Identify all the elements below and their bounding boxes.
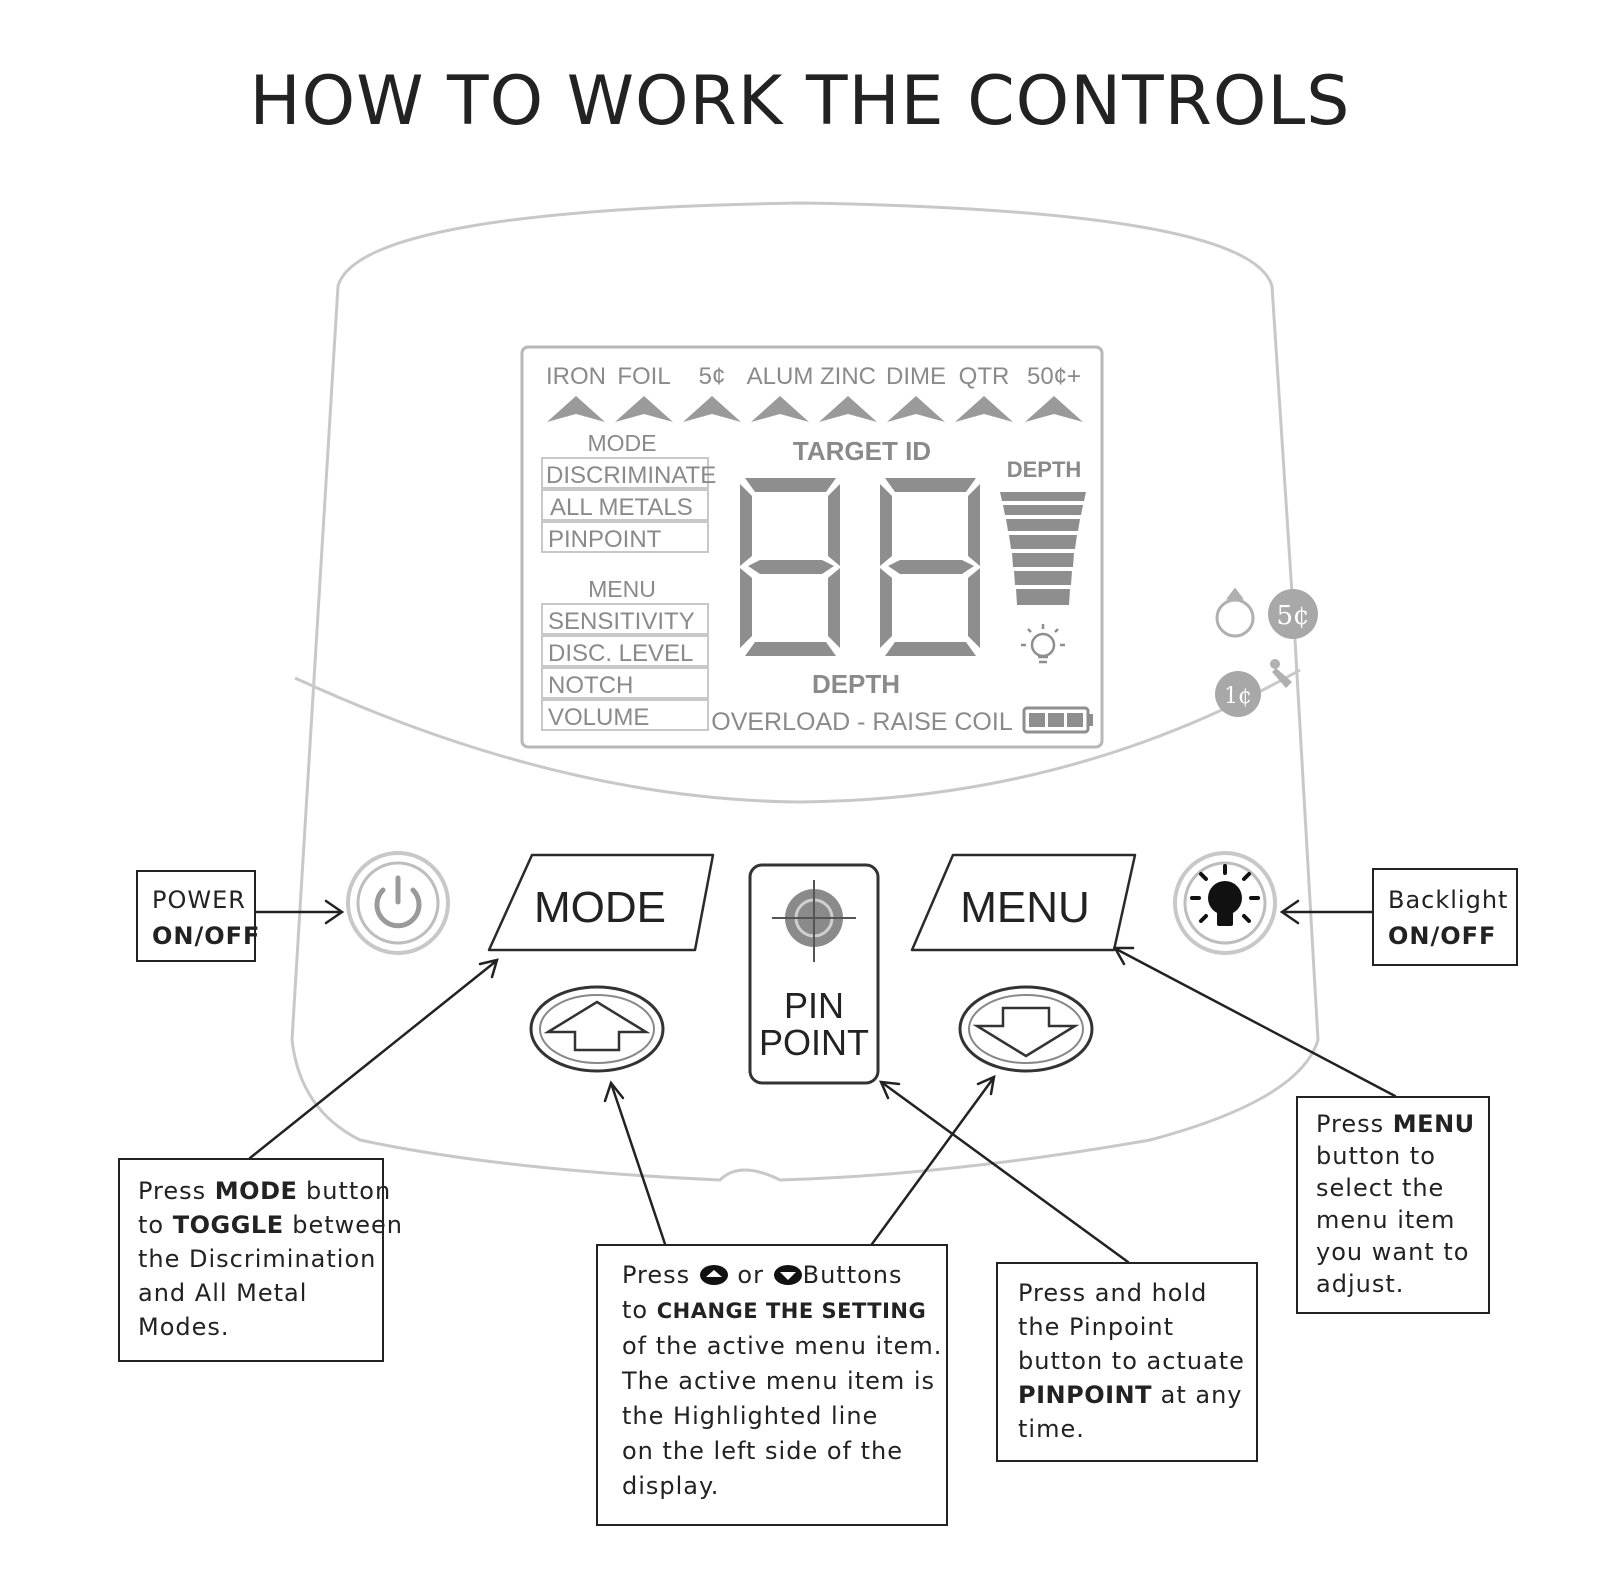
- target-arrow-icon: [615, 396, 673, 422]
- pinpoint-button[interactable]: PIN POINT: [748, 863, 880, 1085]
- down-arrow-callout: [870, 1078, 994, 1246]
- target-arrow-icons: [547, 396, 1083, 422]
- backlight-callout-line2: ON/OFF: [1388, 922, 1497, 950]
- overload-label: OVERLOAD - RAISE COIL: [711, 708, 1013, 736]
- backlight-callout-line1: Backlight: [1388, 886, 1509, 914]
- up-arrow-callout: [610, 1084, 667, 1246]
- target-arrow-icon: [683, 396, 741, 422]
- page-title: HOW TO WORK THE CONTROLS: [249, 62, 1351, 141]
- mode-arrow: [248, 960, 497, 1160]
- target-labels: IRON FOIL 5¢ ALUM ZINC DIME QTR 50¢+: [546, 363, 1081, 390]
- down-arrow-button[interactable]: [958, 985, 1094, 1073]
- menu-item-disc-level: DISC. LEVEL: [548, 640, 693, 667]
- target-label: ALUM: [747, 363, 814, 390]
- pinpoint-arrow: [882, 1082, 1130, 1264]
- lightbulb-icon: [1190, 864, 1260, 926]
- target-id-label: TARGET ID: [793, 436, 931, 466]
- target-arrow-icon: [955, 396, 1013, 422]
- down-arrow-icon: [773, 1265, 802, 1285]
- target-arrow-icon: [887, 396, 945, 422]
- backlight-callout: Backlight ON/OFF: [1372, 868, 1518, 966]
- target-label: DIME: [886, 363, 946, 390]
- mode-button[interactable]: MODE: [487, 853, 715, 952]
- up-arrow-button[interactable]: [529, 985, 665, 1073]
- menu-callout: Press MENU button to select the menu ite…: [1296, 1096, 1490, 1314]
- power-callout-line1: POWER: [152, 886, 246, 914]
- down-arrow-icon: [972, 1006, 1080, 1058]
- target-arrow-icon: [819, 396, 877, 422]
- arrow-buttons-callout: Press or Buttons to CHANGE THE SETTING o…: [596, 1244, 948, 1526]
- target-label: IRON: [546, 363, 606, 390]
- pull-tab-icon: [1270, 659, 1292, 688]
- mode-callout: Press MODE button to TOGGLE between the …: [118, 1158, 402, 1362]
- battery-icon: [1022, 706, 1093, 734]
- depth-bars: [1000, 492, 1086, 605]
- menu-item-volume: VOLUME: [548, 704, 649, 731]
- callout-arrows: [248, 899, 1397, 1264]
- power-callout: POWER ON/OFF: [136, 870, 261, 962]
- target-label: QTR: [959, 363, 1010, 390]
- housing-divider-curve: [294, 668, 1301, 804]
- svg-text:5¢: 5¢: [1276, 601, 1309, 631]
- menu-item-notch: NOTCH: [548, 672, 633, 699]
- menu-item-sensitivity: SENSITIVITY: [548, 608, 695, 635]
- target-arrow-icon: [1025, 396, 1083, 422]
- svg-text:PIN: PIN: [784, 985, 844, 1026]
- mode-item-pinpoint: PINPOINT: [548, 526, 662, 553]
- penny-coin-icon: 1¢: [1215, 671, 1261, 717]
- target-label: 5¢: [699, 363, 726, 390]
- device-housing: [290, 201, 1320, 1182]
- menu-button[interactable]: MENU: [910, 853, 1137, 952]
- backlight-button[interactable]: [1173, 851, 1277, 955]
- target-label: FOIL: [617, 363, 670, 390]
- power-callout-line2: ON/OFF: [152, 922, 261, 950]
- menu-arrow: [1116, 948, 1397, 1098]
- mode-item-discriminate: DISCRIMINATE: [546, 462, 716, 489]
- power-button[interactable]: [346, 851, 450, 955]
- up-arrow-icon: [699, 1265, 728, 1285]
- svg-text:POINT: POINT: [759, 1022, 869, 1063]
- crosshair-icon: [772, 880, 856, 962]
- power-icon: [374, 875, 422, 929]
- target-label: ZINC: [820, 363, 876, 390]
- depth-label-right: DEPTH: [1007, 457, 1082, 482]
- menu-list-frames: [541, 603, 709, 731]
- target-label: 50¢+: [1027, 363, 1081, 390]
- depth-label-bottom: DEPTH: [812, 669, 900, 699]
- pinpoint-callout: Press and hold the Pinpoint button to ac…: [996, 1262, 1258, 1462]
- lcd-menu-label: MENU: [588, 576, 656, 602]
- svg-text:MENU: MENU: [960, 883, 1090, 932]
- mode-item-all-metals: ALL METALS: [550, 494, 693, 521]
- nickel-coin-icon: 5¢: [1268, 589, 1318, 639]
- svg-text:1¢: 1¢: [1224, 684, 1252, 709]
- target-arrow-icon: [547, 396, 605, 422]
- lcd-bulb-icon: [1021, 624, 1065, 664]
- mode-list-frames: [541, 457, 709, 553]
- seven-segment-digit: [880, 478, 980, 656]
- ring-icon: [1215, 587, 1255, 638]
- svg-text:MODE: MODE: [534, 883, 666, 932]
- up-arrow-icon: [543, 1000, 651, 1052]
- target-id-digits: [740, 478, 980, 656]
- seven-segment-digit: [740, 478, 840, 656]
- target-arrow-icon: [751, 396, 809, 422]
- lcd-mode-label: MODE: [588, 430, 657, 456]
